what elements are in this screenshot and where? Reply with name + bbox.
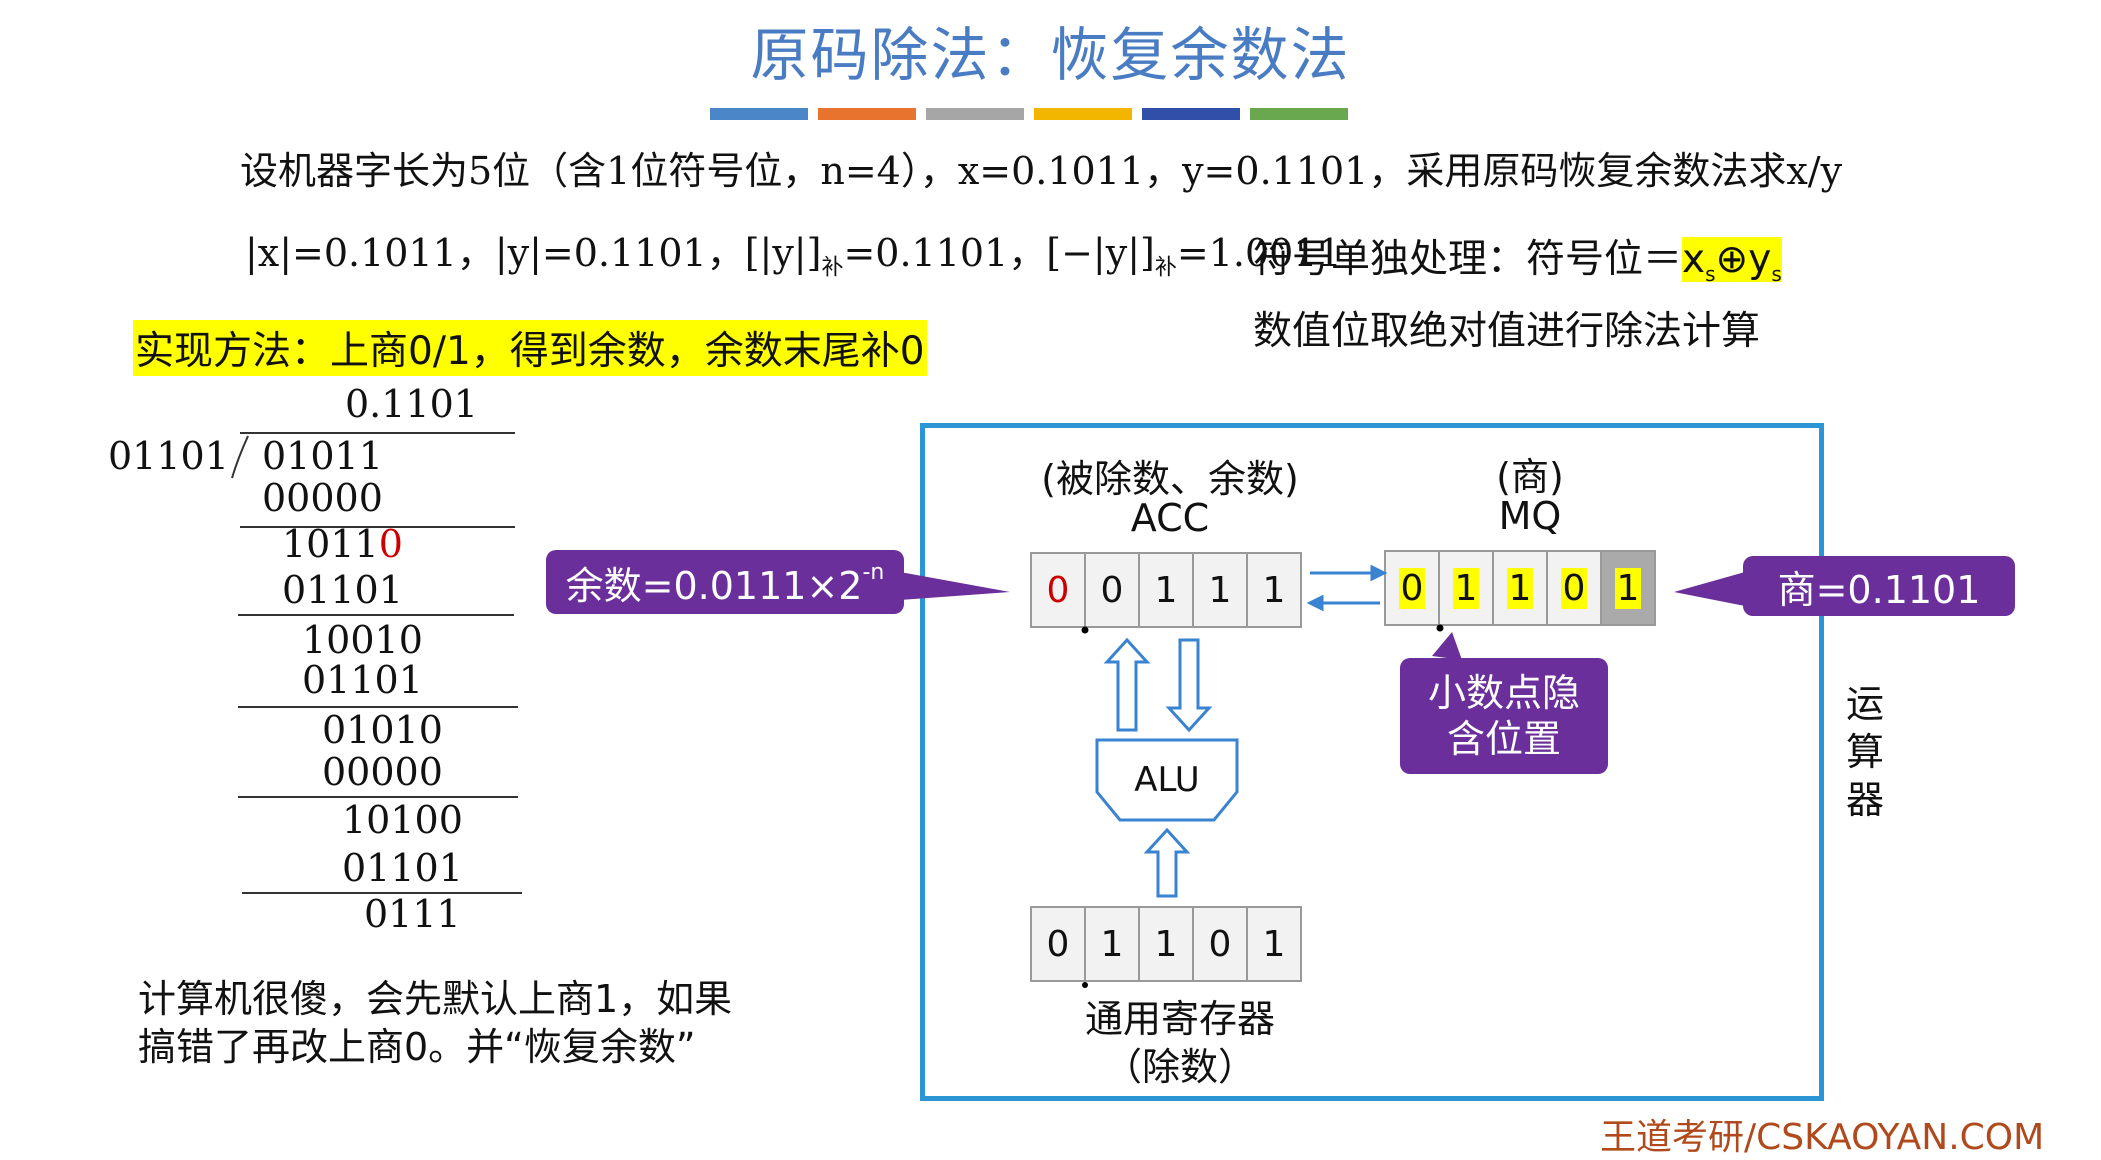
abs-values-part-b: =0.1101，[−|y|]: [843, 231, 1155, 275]
color-bar-segment: [818, 108, 916, 120]
acc-bit: 1: [1192, 552, 1248, 628]
mq-point-dot: [1436, 624, 1444, 632]
acc-register: 0 0 1 1 1: [1030, 552, 1302, 628]
ld-row: 00000: [322, 750, 443, 794]
problem-statement: 设机器字长为5位（含1位符号位，n=4），x=0.1011，y=0.1101，采…: [240, 149, 1843, 193]
acc-bit: 0: [1084, 552, 1140, 628]
acc-bit: 1: [1246, 552, 1302, 628]
mq-register: 0 1 1 0 1: [1384, 550, 1656, 626]
ld-line: [238, 706, 518, 708]
alu-down-arrow: [1165, 638, 1213, 733]
ld-line: [240, 526, 515, 528]
alu-up-arrow: [1103, 637, 1151, 732]
quotient-callout: 商=0.1101: [1743, 556, 2015, 616]
ld-row: 01010: [322, 708, 443, 752]
reg-bit: 0: [1192, 906, 1248, 982]
sub-bu-1: 补: [821, 255, 844, 281]
color-bar-segment: [710, 108, 808, 120]
quotient-callout-pointer: [1674, 572, 1745, 606]
page-title: 原码除法：恢复余数法: [750, 21, 1351, 89]
ld-row: 10100: [342, 798, 463, 842]
reg-label: 通用寄存器: [1084, 997, 1275, 1041]
ld-row: 01101: [342, 846, 463, 890]
ld-line: [238, 614, 514, 616]
reg-to-alu-arrow: [1143, 827, 1191, 898]
alu-shape: [1095, 738, 1239, 822]
magnitude-rule: 数值位取绝对值进行除法计算: [1253, 309, 1761, 354]
ys-sub: s: [1771, 261, 1782, 286]
acc-bit: 1: [1138, 552, 1194, 628]
method-highlight: 实现方法：上商0/1，得到余数，余数末尾补0: [133, 320, 927, 376]
abs-values-part-a: |x|=0.1011，|y|=0.1101，[|y|]: [245, 231, 822, 275]
reg-point-dot: [1082, 982, 1088, 988]
mq-bit: 1: [1492, 550, 1548, 626]
ld-top-line: [240, 432, 515, 434]
reg-bit: 1: [1138, 906, 1194, 982]
xs-var: x: [1682, 237, 1706, 282]
ld-row: 10010: [302, 618, 423, 662]
alu-label: ALU: [1134, 760, 1200, 800]
ld-row: 10110: [282, 522, 403, 566]
arithmetic-unit-box: [920, 423, 1824, 1101]
ld-division-bracket: [231, 435, 249, 479]
sign-rule: 符号单独处理：符号位＝xs⊕ys: [1253, 228, 1782, 286]
remainder-callout: 余数=0.0111×2-n: [546, 550, 904, 614]
reg-bit: 0: [1030, 906, 1086, 982]
xor-op: ⊕: [1715, 237, 1749, 282]
mq-bit: 1: [1600, 550, 1656, 626]
arithmetic-unit-label: 运 算 器: [1843, 680, 1887, 824]
reg-sublabel: （除数）: [1103, 1045, 1256, 1089]
ld-line: [238, 796, 518, 798]
abs-values-part-c: =1.0011: [1176, 231, 1342, 275]
mq-name: MQ: [1498, 494, 1562, 538]
explanation-note: 计算机很傻，会先默认上商1，如果 搞错了再改上商0。并“恢复余数”: [138, 975, 732, 1071]
ld-row-digits: 1011: [282, 522, 379, 566]
reg-bit: 1: [1246, 906, 1302, 982]
sign-rule-prefix: 符号单独处理：符号位＝: [1253, 237, 1683, 282]
mq-label: (商): [1496, 455, 1564, 499]
point-callout-pointer: [1432, 632, 1462, 660]
color-bar-segment: [1250, 108, 1348, 120]
acc-name: ACC: [1130, 496, 1210, 540]
acc-label: (被除数、余数): [1041, 457, 1299, 501]
acc-point-dot: [1081, 626, 1089, 634]
mq-bit: 1: [1438, 550, 1494, 626]
general-register: 0 1 1 0 1: [1030, 906, 1302, 982]
sign-xor-formula: xs⊕ys: [1682, 237, 1782, 286]
ld-line: [242, 892, 522, 894]
side-char: 运: [1845, 682, 1884, 726]
abs-values-line: |x|=0.1011，|y|=0.1101，[|y|]补=0.1101，[−|y…: [245, 222, 1342, 282]
point-line-1: 小数点隐: [1427, 671, 1580, 715]
color-bar-segment: [926, 108, 1024, 120]
point-line-2: 含位置: [1446, 717, 1561, 761]
remainder-callout-pointer: [900, 572, 1010, 600]
side-char: 算: [1845, 730, 1884, 774]
reg-bit: 1: [1084, 906, 1140, 982]
ld-appended-zero: 0: [378, 522, 403, 566]
note-line-2: 搞错了再改上商0。并“恢复余数”: [138, 1025, 696, 1069]
color-bar-segment: [1142, 108, 1240, 120]
note-line-1: 计算机很傻，会先默认上商1，如果: [138, 977, 733, 1021]
acc-mq-arrows: [1306, 564, 1388, 612]
remainder-exponent: -n: [862, 559, 885, 585]
sub-bu-2: 补: [1154, 255, 1177, 281]
brand-watermark: 王道考研/CSKAOYAN.COM: [1600, 1117, 2045, 1158]
ld-dividend: 01011: [262, 434, 383, 478]
decimal-point-callout: 小数点隐 含位置: [1400, 658, 1608, 774]
ld-row: 01101: [282, 568, 403, 612]
ld-quotient: 0.1101: [345, 382, 478, 426]
ld-divisor: 01101: [108, 434, 229, 478]
ld-remainder: 0111: [364, 892, 461, 936]
xs-sub: s: [1705, 261, 1716, 286]
color-bar-segment: [1034, 108, 1132, 120]
ld-row: 00000: [262, 476, 383, 520]
ys-var: y: [1748, 237, 1772, 282]
ld-row: 01101: [302, 658, 423, 702]
remainder-text: 余数=0.0111×2: [565, 563, 863, 608]
side-char: 器: [1845, 778, 1884, 822]
